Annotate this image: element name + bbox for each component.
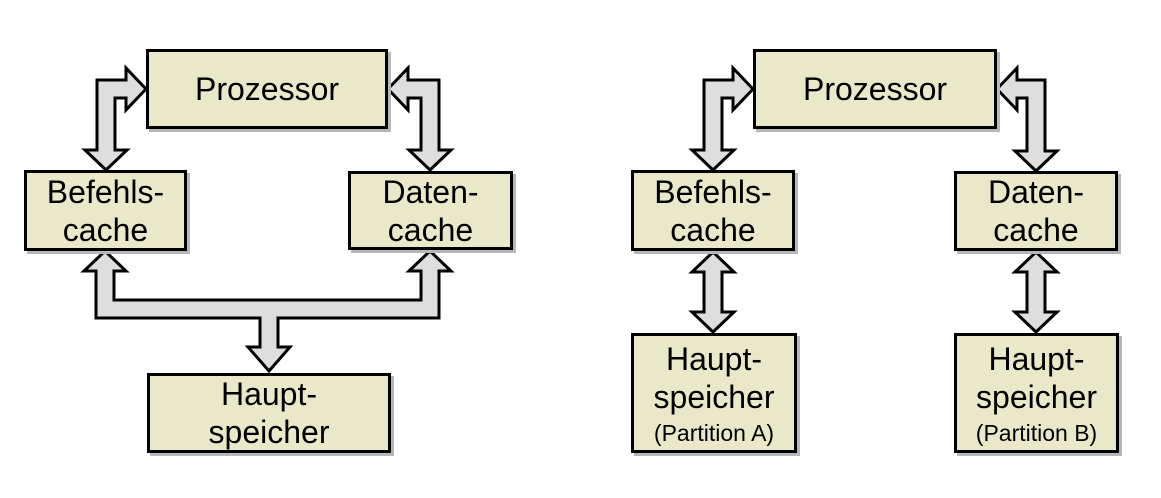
node-label-line: Daten-	[987, 174, 1085, 210]
arrow-right-prozessor-befehlscache	[688, 64, 756, 173]
partition-label: (Partition B)	[975, 419, 1098, 446]
node-label-line: Haupt-	[988, 340, 1085, 377]
node-label-line: Befehls-	[654, 173, 772, 210]
daten-cache-box-left: Daten- cache	[348, 171, 513, 250]
arrow-befehlscache-hauptspeicher-a	[688, 249, 738, 335]
prozessor-box-right: Prozessor	[753, 49, 997, 129]
prozessor-box-left: Prozessor	[146, 49, 388, 129]
node-label-line: Haupt-	[220, 376, 318, 412]
befehls-cache-box-left: Befehls- cache	[24, 170, 187, 251]
arrow-left-prozessor-befehlscache	[81, 64, 149, 173]
arrow-left-hauptspeicher-to-caches-fork	[80, 248, 455, 374]
node-label-line: cache	[670, 211, 756, 248]
haupt-speicher-partition-b-box: Haupt- speicher (Partition B)	[954, 333, 1119, 453]
node-label-line: Befehls-	[46, 173, 165, 210]
arrow-left-prozessor-datencache	[385, 64, 455, 173]
node-label-line: speicher	[208, 414, 330, 450]
haupt-speicher-box-left: Haupt- speicher	[147, 373, 391, 453]
node-label-line: Haupt-	[665, 340, 763, 377]
node-label-line: cache	[387, 211, 474, 248]
node-label-line: cache	[993, 212, 1079, 248]
node-label-line: Prozessor	[194, 71, 340, 107]
daten-cache-box-right: Daten- cache	[954, 171, 1118, 251]
node-label-line: Daten-	[382, 173, 479, 210]
arrow-right-prozessor-datencache	[994, 64, 1061, 174]
node-label-line: speicher	[653, 378, 775, 415]
arrow-datencache-hauptspeicher-b	[1011, 249, 1061, 335]
node-label-line: Prozessor	[802, 71, 948, 107]
haupt-speicher-partition-a-box: Haupt- speicher (Partition A)	[631, 333, 797, 453]
partition-label: (Partition A)	[653, 419, 775, 446]
node-label-line: cache	[62, 211, 149, 248]
befehls-cache-box-right: Befehls- cache	[631, 170, 795, 251]
node-label-line: speicher	[976, 378, 1097, 415]
